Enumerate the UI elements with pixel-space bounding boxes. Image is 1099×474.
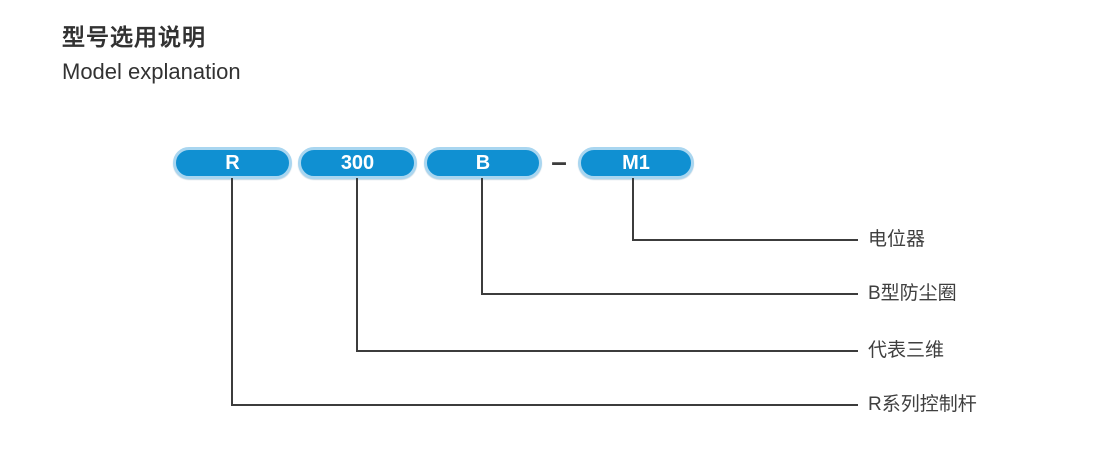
- callout-label-r-series-control-lever: R系列控制杆: [868, 394, 977, 415]
- callout-label-represents-3d: 代表三维: [868, 340, 945, 361]
- page-title-english: Model explanation: [62, 59, 241, 84]
- connector-line-vertical-m1: [632, 178, 634, 241]
- model-code-pill-300: 300: [298, 147, 417, 179]
- page-header: 型号选用说明 Model explanation: [62, 22, 241, 86]
- model-code-pill-r: R: [173, 147, 292, 179]
- connector-line-vertical-b: [481, 178, 483, 295]
- connector-line-vertical-300: [356, 178, 358, 352]
- callout-label-potentiometer: 电位器: [868, 229, 926, 250]
- page-title-chinese: 型号选用说明: [62, 24, 206, 50]
- connector-line-horizontal-m1: [632, 239, 858, 241]
- code-separator-dash: –: [551, 146, 567, 177]
- model-code-pill-m1: M1: [578, 147, 694, 179]
- connector-line-horizontal-r: [231, 404, 858, 406]
- connector-line-horizontal-b: [481, 293, 858, 295]
- callout-label-b-type-dust-ring: B型防尘圈: [868, 283, 957, 304]
- model-code-pill-b: B: [424, 147, 542, 179]
- connector-line-horizontal-300: [356, 350, 858, 352]
- connector-line-vertical-r: [231, 178, 233, 406]
